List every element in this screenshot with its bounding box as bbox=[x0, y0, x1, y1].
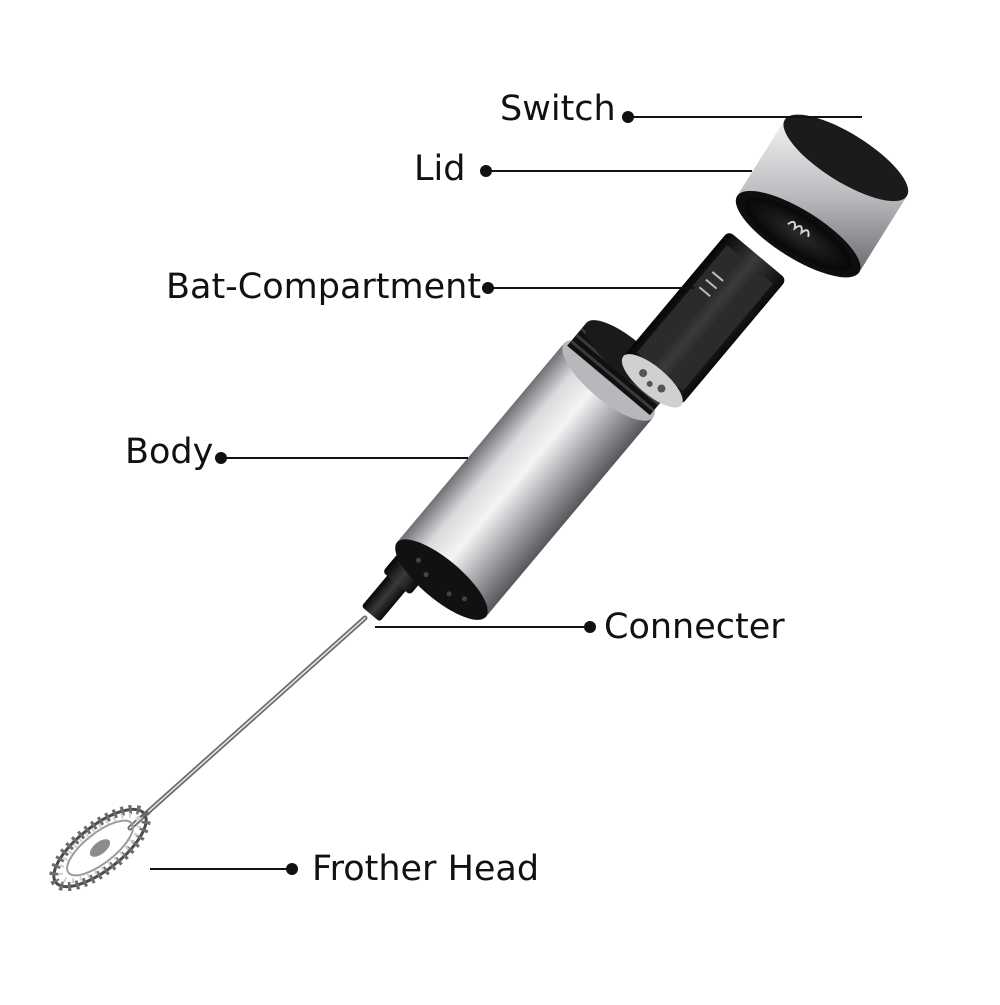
label-connector: Connecter bbox=[604, 607, 785, 647]
leader-dot-body bbox=[215, 452, 227, 464]
leader-dot-frother-head bbox=[286, 863, 298, 875]
leader-dot-switch bbox=[622, 111, 634, 123]
label-switch: Switch bbox=[500, 89, 616, 129]
battery-compartment-part bbox=[621, 233, 785, 408]
label-battery-compartment: Bat-Compartment bbox=[166, 267, 482, 307]
leader-dot-lid bbox=[480, 165, 492, 177]
leader-lines bbox=[150, 111, 862, 875]
leader-dot-connector bbox=[584, 621, 596, 633]
leader-dot-battery-compartment bbox=[482, 282, 494, 294]
label-lid: Lid bbox=[414, 149, 466, 189]
label-body: Body bbox=[125, 432, 214, 472]
whisk-shaft bbox=[127, 615, 368, 831]
lid-part bbox=[735, 114, 909, 278]
frother-head bbox=[49, 804, 151, 892]
label-frother-head: Frother Head bbox=[312, 849, 540, 889]
